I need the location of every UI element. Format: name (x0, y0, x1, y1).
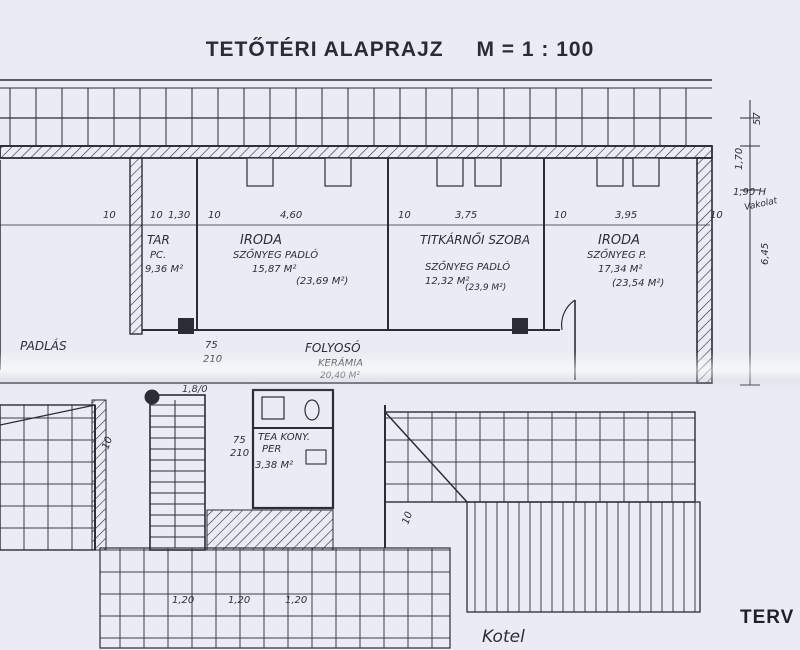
room-area-titkarnoi: 12,32 M² (425, 276, 469, 287)
room-label-iroda-2: IRODA (598, 233, 640, 248)
lower-left-roof (0, 399, 107, 551)
room-floor-folyoso: KERÁMIA (318, 356, 363, 369)
room-label-tar: TAR (147, 233, 170, 247)
column-1 (178, 318, 194, 334)
dim-right-3: 6,45 (760, 243, 771, 265)
dim-bottom-2: 1,20 (285, 595, 307, 606)
stair-block (144, 389, 206, 551)
room-area-folyoso: 20,40 M² (320, 371, 360, 381)
lower-roof-slope-mid (99, 547, 451, 649)
lower-right-roof (384, 405, 701, 613)
room-floor-tar: PC. (150, 250, 166, 261)
room-area-iroda-2: 17,34 M² (598, 264, 642, 275)
drawing-title: TETŐTÉRI ALAPRAJZ M = 1 : 100 (0, 38, 800, 62)
dim-lower-left: 10 (100, 435, 115, 451)
column-2 (512, 318, 528, 334)
room-floor-titkarnoi: SZŐNYEG PADLÓ (425, 259, 510, 273)
title-text: TETŐTÉRI ALAPRAJZ (205, 38, 444, 61)
dim-right-0: 57 (752, 112, 763, 125)
room-label-tea-konyha: TEA KONY. (258, 432, 310, 443)
dim-right-1: 1,70 (734, 148, 745, 170)
dim-door-0: 75 (205, 340, 218, 351)
dim-top-4: 4,60 (280, 210, 302, 221)
dim-door-1: 210 (203, 354, 222, 365)
footer-terv-label: TERV (740, 607, 795, 628)
room-area-tar: 9,36 M² (145, 264, 183, 275)
room-label-folyoso: FOLYOSÓ (305, 340, 361, 355)
dim-top-1: 10 (150, 210, 163, 221)
room-floor-iroda-1: SZŐNYEG PADLÓ (233, 247, 318, 261)
annotation-right-note: Vakolat (744, 196, 779, 213)
dim-top-6: 3,75 (455, 210, 477, 221)
windows-upper (246, 157, 660, 187)
dim-top-5: 10 (398, 210, 411, 221)
roof-strip-upper (0, 79, 713, 159)
room-floor-iroda-2: SZŐNYEG P. (587, 247, 647, 261)
room-floor-tea-konyha: PER (262, 444, 281, 455)
door-swing-arc (560, 299, 576, 331)
signature: Kotel (482, 627, 525, 647)
room-area2-iroda-1: (23,69 M²) (296, 276, 348, 287)
dim-lower-right: 10 (400, 510, 415, 526)
scale-text: M = 1 : 100 (476, 38, 595, 61)
right-wall (696, 157, 713, 384)
room-label-titkarnoi: TITKÁRNŐI SZOBA (420, 232, 530, 247)
room-area2-titkarnoi: (23,9 M²) (465, 283, 506, 293)
room-label-padlas: PADLÁS (20, 338, 67, 353)
dim-door-lower-0: 75 (233, 435, 246, 446)
dim-top-2: 1,30 (168, 210, 190, 221)
room-label-iroda-1: IRODA (240, 233, 282, 248)
dim-top-8: 3,95 (615, 210, 637, 221)
room-area-iroda-1: 15,87 M² (252, 264, 296, 275)
dim-bottom-0: 1,20 (172, 595, 194, 606)
room-area-tea-konyha: 3,38 M² (255, 460, 293, 471)
dim-top-0: 10 (103, 210, 116, 221)
right-dimension-chain (740, 100, 760, 386)
dim-door-lower-1: 210 (230, 448, 249, 459)
dim-top-3: 10 (208, 210, 221, 221)
dim-right-2: 1,90 H (733, 187, 766, 198)
partition-wall-1 (129, 157, 143, 335)
dim-stair: 1,8/0 (182, 384, 208, 395)
room-area2-iroda-2: (23,54 M²) (612, 278, 664, 289)
dim-top-7: 10 (554, 210, 567, 221)
dim-top-9: 10 (710, 210, 723, 221)
dim-bottom-1: 1,20 (228, 595, 250, 606)
